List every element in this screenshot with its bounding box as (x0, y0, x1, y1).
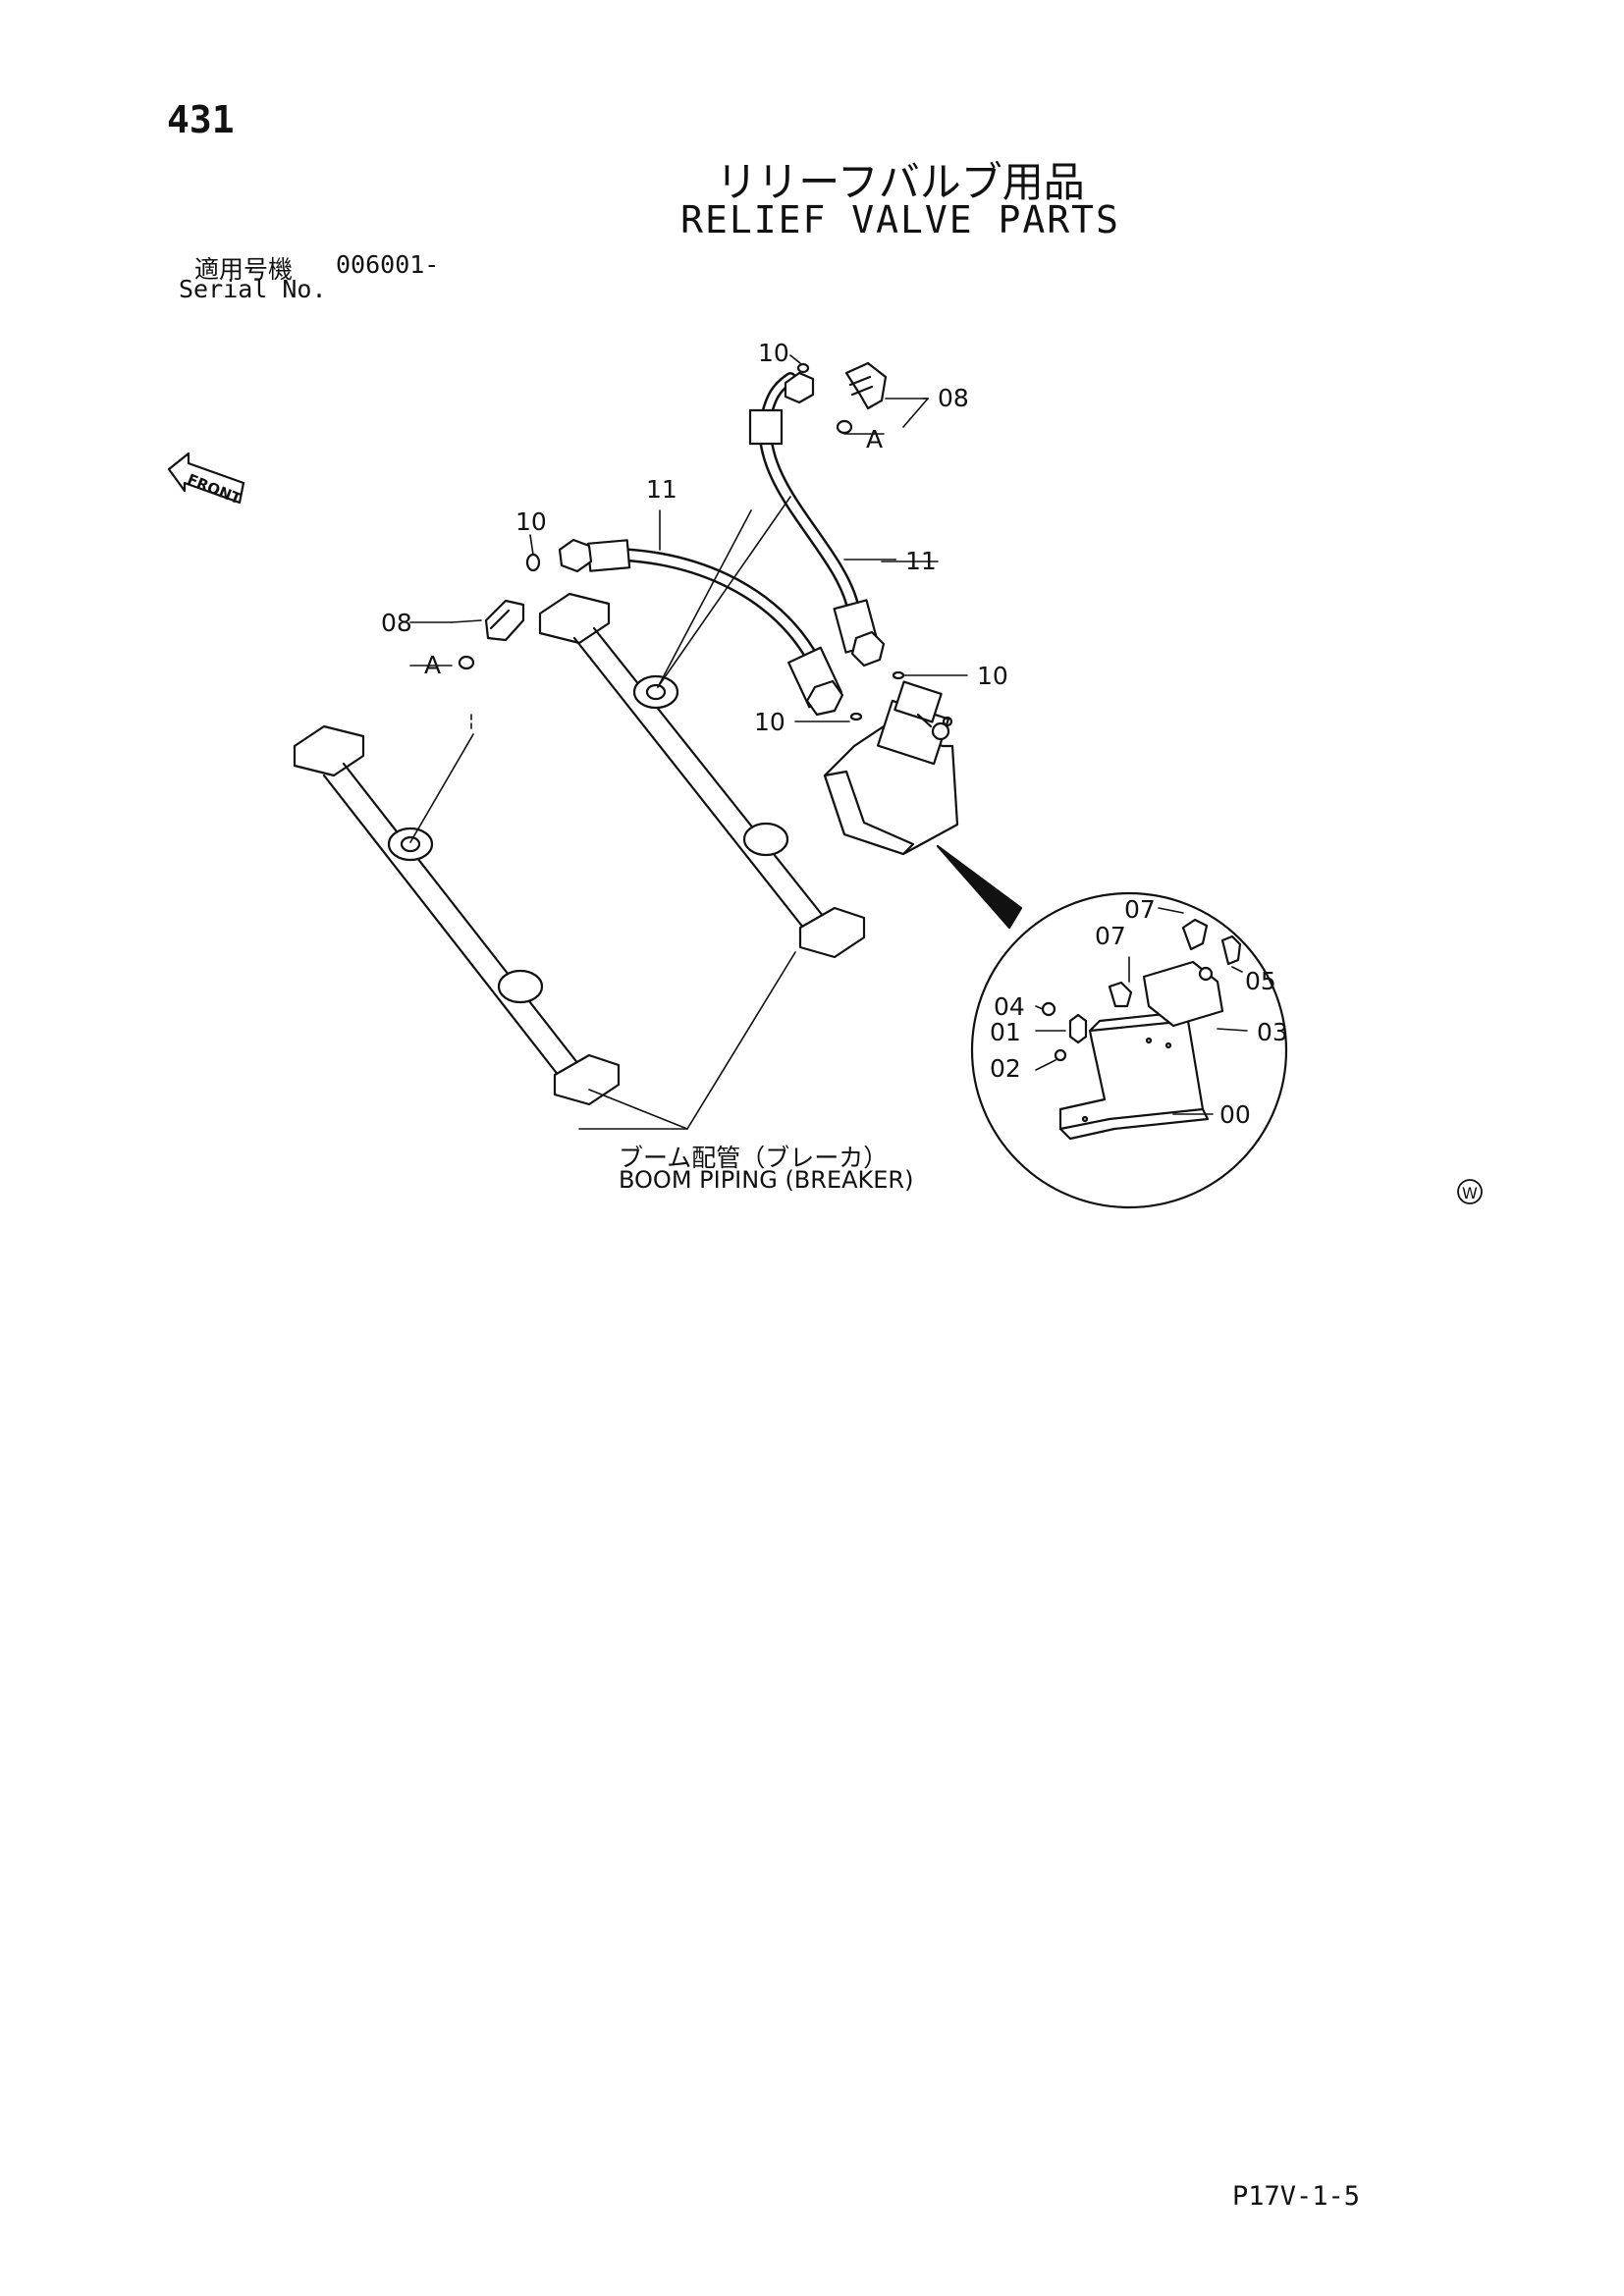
serial-label-english: Serial No. (179, 275, 327, 303)
diagram-caption-japanese: ブーム配管（ブレーカ） (619, 1144, 889, 1172)
callout-10-mid-right: 10 (977, 662, 1008, 690)
callout-07: 07 (1095, 922, 1126, 950)
callout-11-right: 11 (905, 547, 937, 575)
serial-range: 006001- (336, 250, 440, 279)
callout-02: 02 (990, 1054, 1021, 1083)
o-ring-left (525, 553, 541, 572)
svg-text:W: W (1462, 1184, 1478, 1202)
callout-10-mid: 10 (754, 708, 785, 736)
o-ring-top (796, 362, 810, 374)
hose-right (748, 371, 886, 667)
callout-01: 01 (990, 1018, 1021, 1046)
o-ring-mid-right (892, 670, 905, 680)
hose-left (558, 538, 844, 717)
callout-a-left: A (424, 651, 441, 679)
callout-10-top: 10 (758, 339, 789, 367)
boom-pipe-right (538, 592, 866, 959)
callout-00: 00 (1219, 1100, 1251, 1129)
callout-08-right: 08 (938, 384, 969, 412)
callout-11-left: 11 (646, 475, 677, 504)
page-title-english: RELIEF VALVE PARTS (680, 198, 1120, 241)
footer-code: P17V-1-5 (1232, 2181, 1361, 2212)
circled-w-symbol: W (1457, 1179, 1483, 1204)
o-ring-mid (849, 712, 863, 721)
detail-leader-lines (1035, 907, 1248, 1115)
boom-pipe-left (293, 724, 621, 1106)
relief-valve-assembly (823, 680, 959, 856)
callout-03: 03 (1257, 1018, 1288, 1046)
detail-pointer (936, 844, 1023, 930)
callout-a-right: A (866, 425, 883, 454)
serial-label-japanese: 適用号機 (194, 255, 294, 284)
callout-10-left: 10 (515, 507, 547, 536)
detail-view-circle (970, 891, 1288, 1209)
elbow-fitting-right (836, 361, 888, 435)
callout-07-top: 07 (1124, 895, 1156, 924)
callout-04: 04 (994, 992, 1025, 1021)
page-number: 431 (167, 98, 235, 141)
front-arrow-icon: FRONT (167, 452, 245, 508)
diagram-caption-english: BOOM PIPING (BREAKER) (619, 1166, 914, 1194)
relief-valve-parts-diagram: FRONT (167, 339, 1483, 1209)
callout-08-left: 08 (381, 609, 412, 637)
elbow-fitting-left (458, 599, 525, 670)
leader-lines (409, 354, 968, 1130)
callout-05: 05 (1245, 967, 1276, 995)
page-title-japanese: リリーフバルブ用品 (716, 158, 1085, 206)
